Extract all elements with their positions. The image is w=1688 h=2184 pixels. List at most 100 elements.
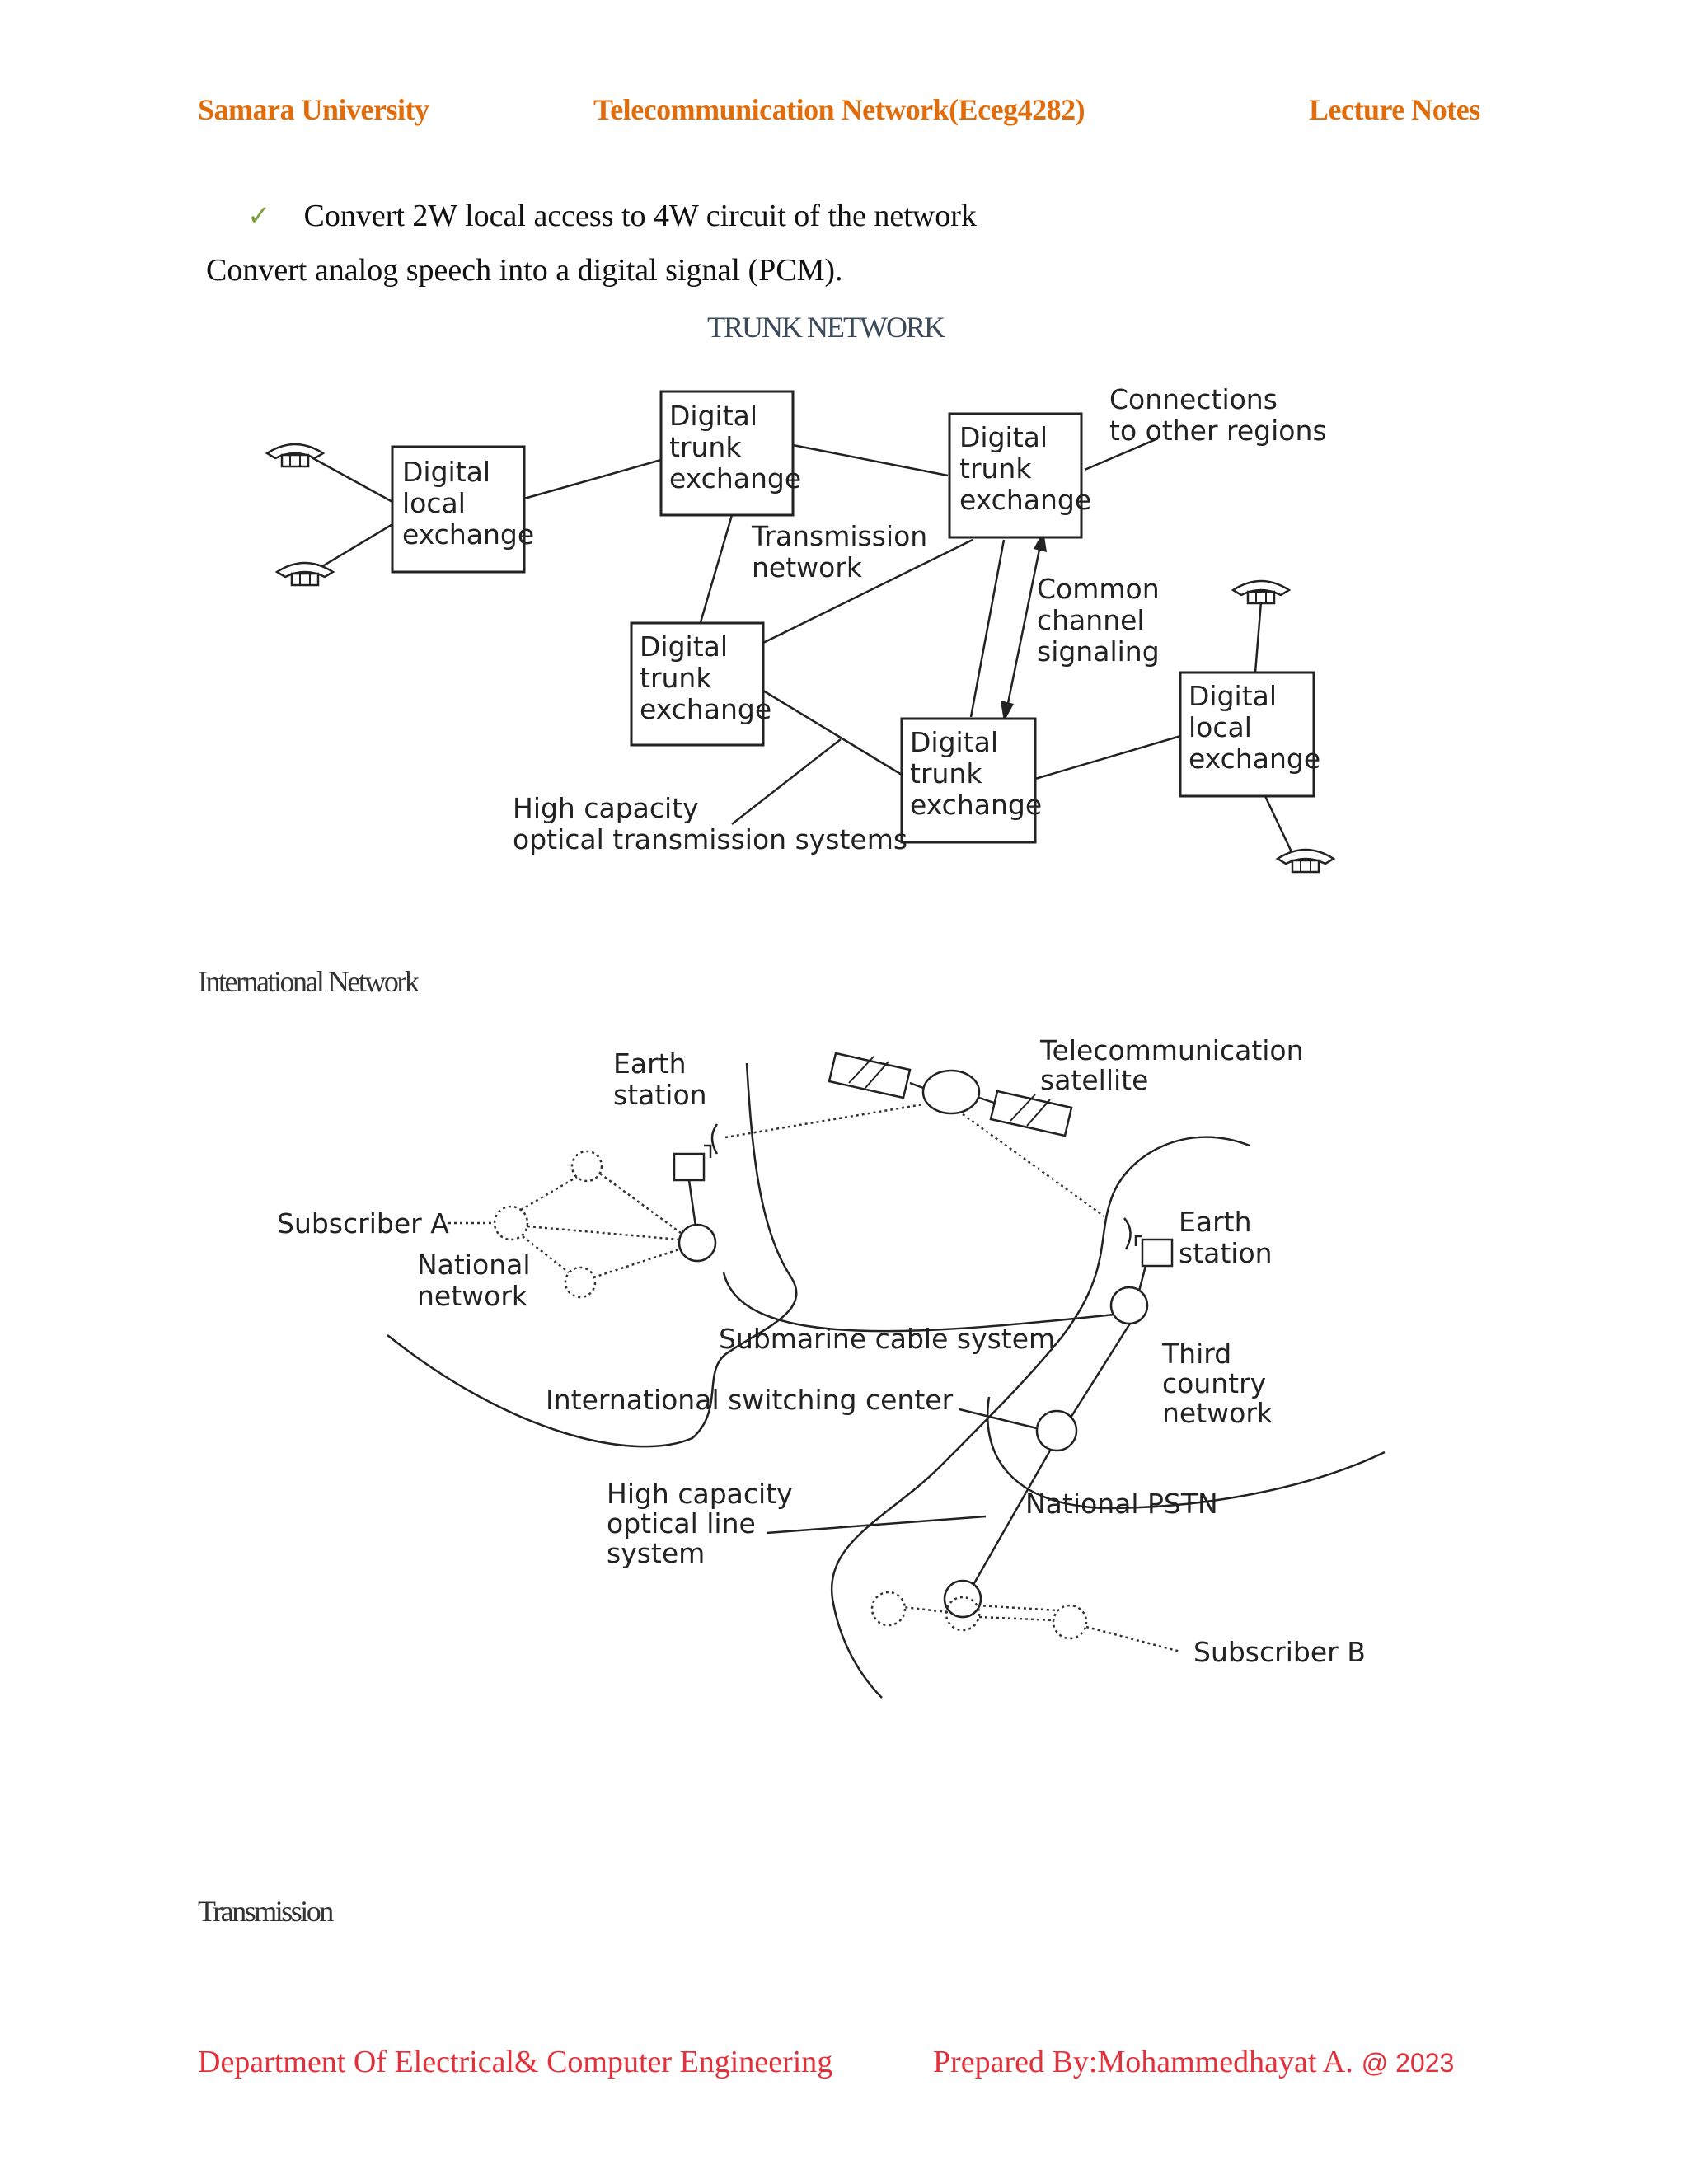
optical-line-pointer [766,1515,987,1535]
ccs-label: signaling [1037,635,1160,668]
label: Digital [402,456,490,488]
network-link [903,1605,949,1614]
digital-trunk-exchange-top: Digital trunk exchange [659,390,801,517]
subscriber-b-link [1085,1625,1181,1653]
network-node [493,1205,529,1241]
network-node [1052,1604,1088,1640]
network-link [527,1225,680,1241]
national-network-label: National [417,1249,531,1281]
header-course: Telecommunication Network(Eceg4282) [593,93,1085,126]
label: Digital [1189,680,1277,712]
label: exchange [640,693,771,725]
footer-author: Prepared By:Mohammedhayat A. @ 2023 [933,2044,1454,2080]
trunk-network-diagram: Digital local exchange Digital trunk exc… [265,383,1336,874]
third-country-label: network [1162,1397,1273,1429]
footer-year: @ 2023 [1361,2048,1455,2078]
high-capacity-label: optical transmission systems [513,823,907,855]
optical-line-segment [1065,1316,1136,1425]
telephone-icon [1231,579,1292,605]
connections-label: Connections [1109,383,1278,415]
label: local [402,487,466,519]
line-bottom-to-right-local [1034,733,1184,780]
earth-station-icon [1123,1217,1174,1298]
network-link [977,1604,1059,1612]
network-link [593,1248,680,1279]
coastline-right [986,1396,1386,1510]
label: Digital [640,630,728,663]
trunk-network-title: TRUNK NETWORK [707,311,945,344]
third-country-label: country [1162,1367,1266,1399]
label: trunk [959,452,1032,485]
international-network-title: International Network [198,965,420,998]
third-country-label: Third [1161,1338,1231,1370]
telephone-icon [1275,848,1336,874]
checkmark-icon: ✓ [247,201,271,232]
satellite-label: Telecommunication [1039,1034,1304,1066]
footer-prepared-by: Prepared By:Mohammedhayat A. [933,2045,1353,2079]
footer-department: Department Of Electrical& Computer Engin… [198,2045,833,2079]
label: Digital [959,421,1048,453]
submarine-cable [722,1272,1138,1333]
line-connections-pointer [1084,437,1159,471]
earth-station-icon [673,1123,719,1227]
line-right-local-to-phone [1264,795,1296,858]
digital-trunk-exchange-bottom: Digital trunk exchange [900,717,1042,844]
body-text: Convert analog speech into a digital sig… [206,253,843,288]
earth-station-label: station [1179,1237,1273,1269]
high-capacity-label: system [607,1537,705,1569]
label: exchange [910,789,1042,821]
isc-pointer [959,1408,1048,1432]
line-mid-to-right [762,538,973,644]
digital-trunk-exchange-mid: Digital trunk exchange [630,621,771,747]
ccs-label: Common [1037,573,1160,605]
header-lecture-notes: Lecture Notes [1309,93,1480,126]
national-pstn-label: National PSTN [1025,1488,1218,1520]
network-link [520,1175,578,1212]
ccs-label: channel [1037,604,1145,636]
label: trunk [640,662,712,694]
label: exchange [1189,743,1320,775]
network-node [870,1591,907,1627]
earth-station-label: Earth [1179,1206,1252,1238]
high-capacity-label: optical line [607,1507,756,1540]
label: exchange [669,462,801,494]
transmission-network-label: network [752,551,863,583]
international-switching-node [1109,1286,1149,1325]
network-node [564,1266,597,1299]
international-switching-node [678,1223,717,1263]
header-university: Samara University [198,93,429,126]
label: local [1189,711,1252,743]
label: Digital [669,400,757,432]
international-network-diagram: Earth station Telecommunication satellit… [277,1034,1386,1699]
earth-station-label: station [613,1079,707,1111]
ccs-arrow [1006,545,1042,708]
label: Digital [910,726,998,758]
label: trunk [910,757,982,790]
subscriber-b-label: Subscriber B [1193,1636,1366,1668]
satellite-link [962,1113,1105,1218]
line-top-to-right [792,443,949,477]
high-capacity-label: High capacity [513,792,699,824]
network-node [570,1150,603,1183]
arrow-down-icon [1001,701,1014,722]
subscriber-a-label: Subscriber A [277,1207,449,1240]
bullet-text: Convert 2W local access to 4W circuit of… [303,199,977,233]
pstn-node [943,1579,982,1619]
digital-trunk-exchange-right: Digital trunk exchange [948,412,1091,539]
label: exchange [959,484,1091,516]
earth-station-label: Earth [613,1047,687,1080]
bullet-item: ✓ Convert 2W local access to 4W circuit … [247,198,977,234]
satellite-label: satellite [1040,1064,1148,1096]
optical-line-segment [969,1438,1058,1590]
line-phone-to-left-exchange [311,456,395,504]
international-switching-center-node [1035,1409,1078,1452]
network-link [599,1172,682,1235]
satellite-link [724,1103,924,1139]
line-left-to-top [523,458,662,500]
isc-label: International switching center [546,1384,954,1416]
digital-local-exchange-left: Digital local exchange [391,445,534,574]
telephone-icon [265,443,326,468]
transmission-network-label: Transmission [751,520,927,552]
line-phone-to-left-exchange [311,522,395,574]
line-high-capacity-pointer [731,738,842,825]
